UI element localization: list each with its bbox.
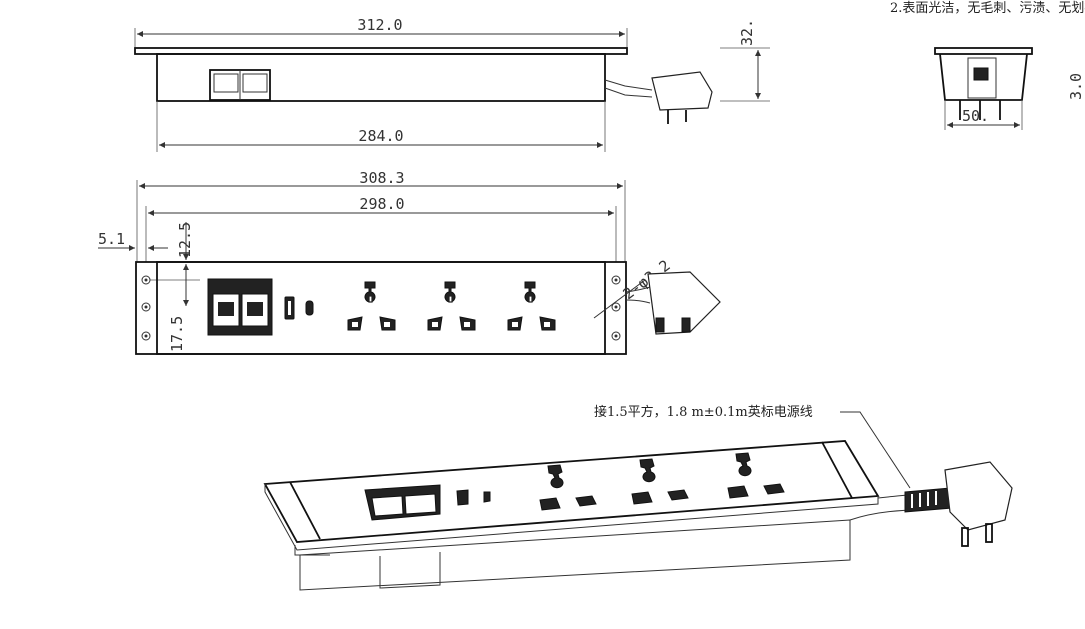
top-flange <box>134 47 628 55</box>
dim-end-height: 3.0 <box>1067 73 1085 100</box>
universal-socket-plan <box>347 281 396 331</box>
universal-socket-iso <box>539 464 597 511</box>
dim-outer-width: 308.3 <box>359 169 404 187</box>
end-view: 2.表面光洁，无毛刺、污渍、无划痕、磕伤 50. 3.0 <box>890 0 1085 130</box>
housing-body <box>156 53 606 102</box>
dim-end-width: 50. <box>962 107 989 125</box>
dim-edge-offset: 5.1 <box>98 230 125 248</box>
side-elevation-view: 312.0 32. 284.0 <box>134 16 770 152</box>
usb-ports-iso <box>456 489 491 506</box>
mounting-holes <box>141 275 621 341</box>
dim-hole-spacing: 17.5 <box>168 316 186 352</box>
dim-top-offset: 12.5 <box>176 222 194 258</box>
universal-socket-plan <box>507 281 556 331</box>
dim-inner-width: 298.0 <box>359 195 404 213</box>
dim-top-width: 312.0 <box>357 16 402 34</box>
rj45-ports-plan <box>207 278 273 336</box>
universal-socket-plan <box>427 281 476 331</box>
plug-iso <box>904 461 1013 547</box>
plan-view: 308.3 298.0 5.1 12.5 17.5 <box>98 169 721 355</box>
universal-socket-iso <box>631 458 689 505</box>
isometric-view: 接1.5平方，1.8 m±0.1m英标电源线 <box>263 404 1013 591</box>
rj45-ports-iso <box>364 484 441 521</box>
plug-side-view <box>651 71 713 124</box>
dim-body-width: 284.0 <box>358 127 403 145</box>
dim-side-height: 32. <box>738 19 756 46</box>
universal-socket-iso <box>727 452 785 499</box>
plug-top-view <box>647 271 721 335</box>
usb-ports-plan <box>284 296 314 320</box>
note-cable: 接1.5平方，1.8 m±0.1m英标电源线 <box>594 404 813 420</box>
note-surface: 2.表面光洁，无毛刺、污渍、无划痕、磕伤 <box>890 0 1085 16</box>
